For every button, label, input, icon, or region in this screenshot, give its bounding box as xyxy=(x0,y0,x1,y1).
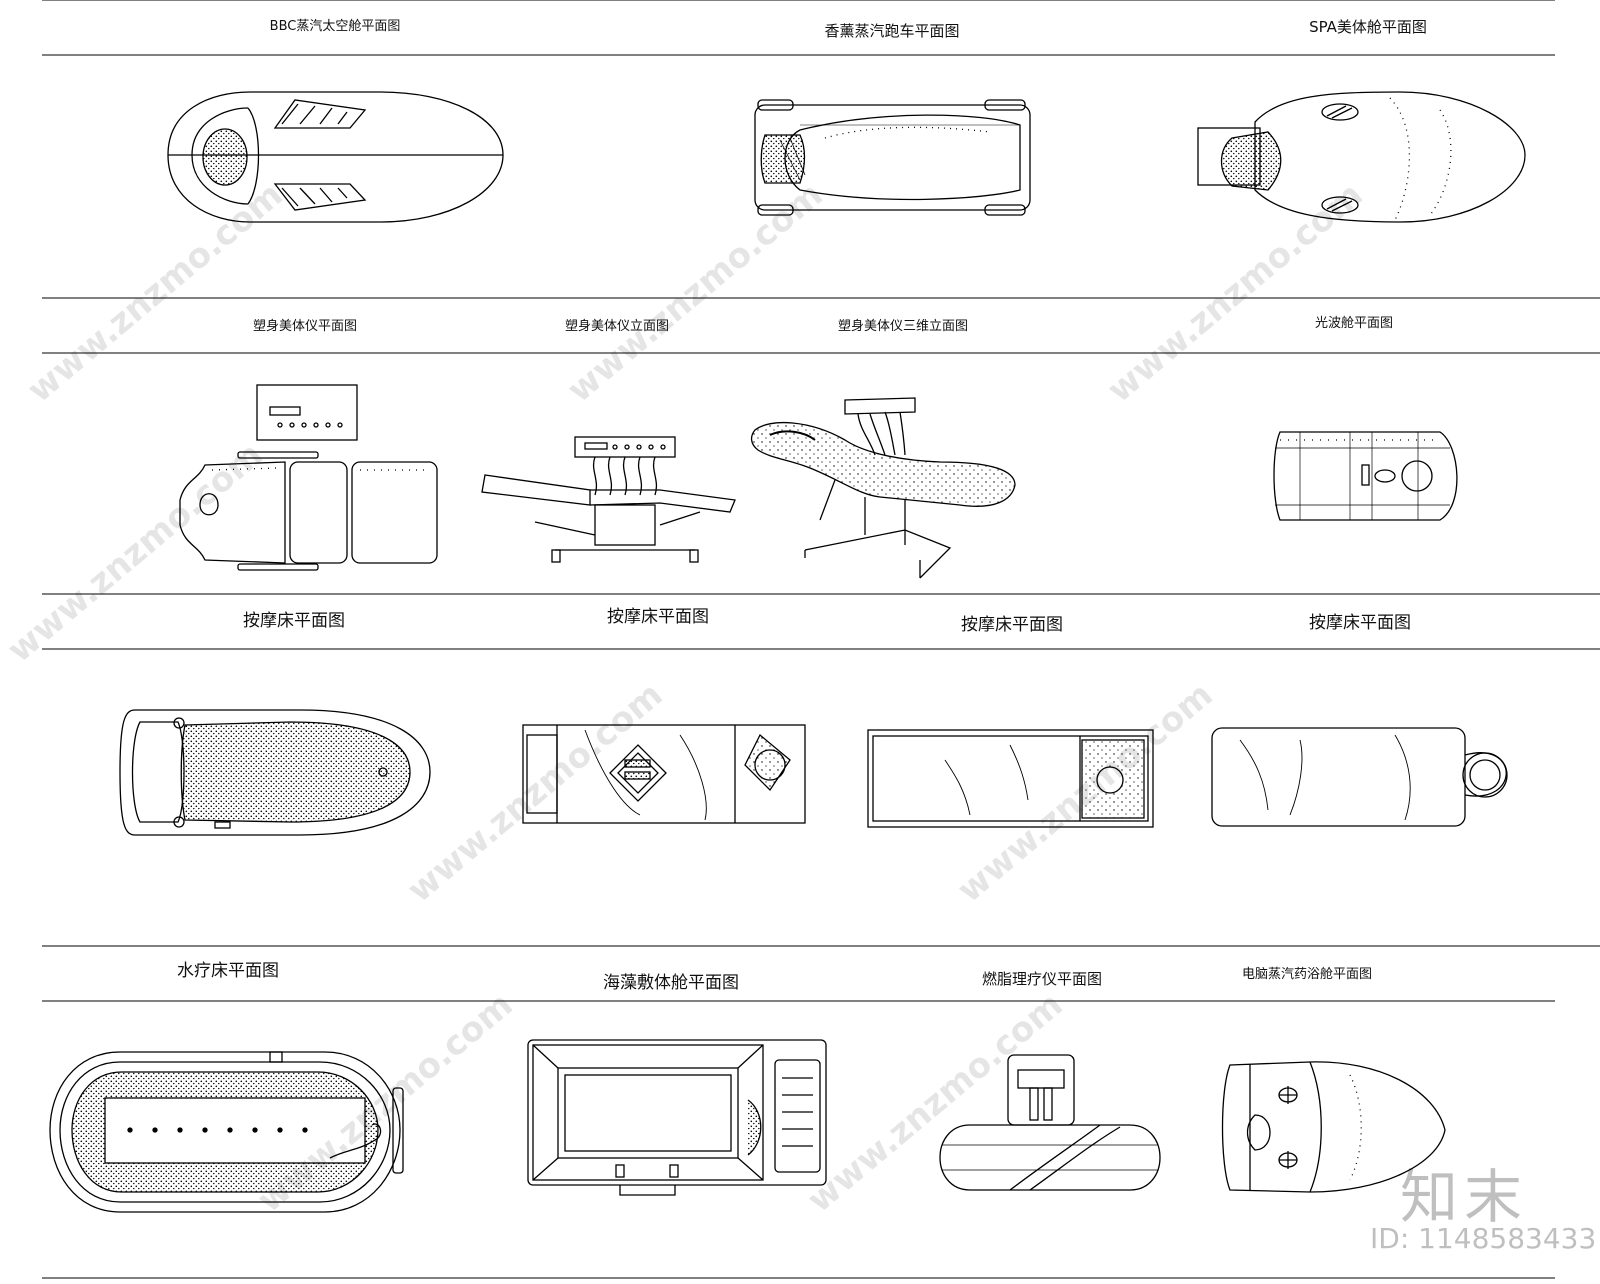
brand-watermark: 知末 xyxy=(1400,1163,1529,1231)
row-separators xyxy=(42,0,1600,1279)
seaweed-wrap-capsule-plan xyxy=(527,1039,827,1196)
massage-bed-plan-1 xyxy=(119,709,431,836)
label-aroma-steam-car: 香薰蒸汽跑车平面图 xyxy=(824,22,960,40)
label-seaweed-wrap-capsule: 海藻敷体舱平面图 xyxy=(603,973,739,993)
hydrotherapy-bed-plan xyxy=(49,1051,404,1213)
slimming-device-elevation xyxy=(481,436,736,563)
slimming-device-3d xyxy=(750,397,1016,579)
aroma-steam-car-plan xyxy=(754,99,1031,216)
label-computer-steam-bath-capsule: 电脑蒸汽药浴舱平面图 xyxy=(1241,967,1373,982)
label-massage-bed-4: 按摩床平面图 xyxy=(1309,613,1411,633)
fat-burning-device-plan xyxy=(939,1054,1161,1191)
spa-body-capsule-plan xyxy=(1197,91,1526,223)
label-hydrotherapy-bed: 水疗床平面图 xyxy=(177,961,279,981)
bbc-steam-capsule-plan xyxy=(167,91,504,223)
label-spa-body-capsule: SPA美体舱平面图 xyxy=(1309,18,1427,36)
slimming-device-plan xyxy=(179,384,438,571)
label-massage-bed-3: 按摩床平面图 xyxy=(961,615,1063,635)
massage-bed-plan-2 xyxy=(522,724,806,824)
label-light-wave-capsule: 光波舱平面图 xyxy=(1314,316,1394,331)
id-watermark: ID: 1148583433 xyxy=(1370,1222,1597,1255)
label-fat-burning-device: 燃脂理疗仪平面图 xyxy=(981,970,1103,988)
computer-steam-bath-capsule-plan xyxy=(1221,1061,1446,1193)
label-bbc-steam-capsule: BBC蒸汽太空舱平面图 xyxy=(269,19,401,34)
label-slimming-device-3d: 塑身美体仪三维立面图 xyxy=(837,319,969,334)
light-wave-capsule-plan xyxy=(1273,431,1458,521)
label-slimming-device-elevation: 塑身美体仪立面图 xyxy=(564,319,670,334)
massage-bed-plan-4 xyxy=(1211,727,1508,827)
label-massage-bed-2: 按摩床平面图 xyxy=(607,607,709,627)
massage-bed-plan-3 xyxy=(867,729,1154,828)
label-massage-bed-1: 按摩床平面图 xyxy=(243,611,345,631)
label-slimming-device-plan: 塑身美体仪平面图 xyxy=(252,319,358,334)
